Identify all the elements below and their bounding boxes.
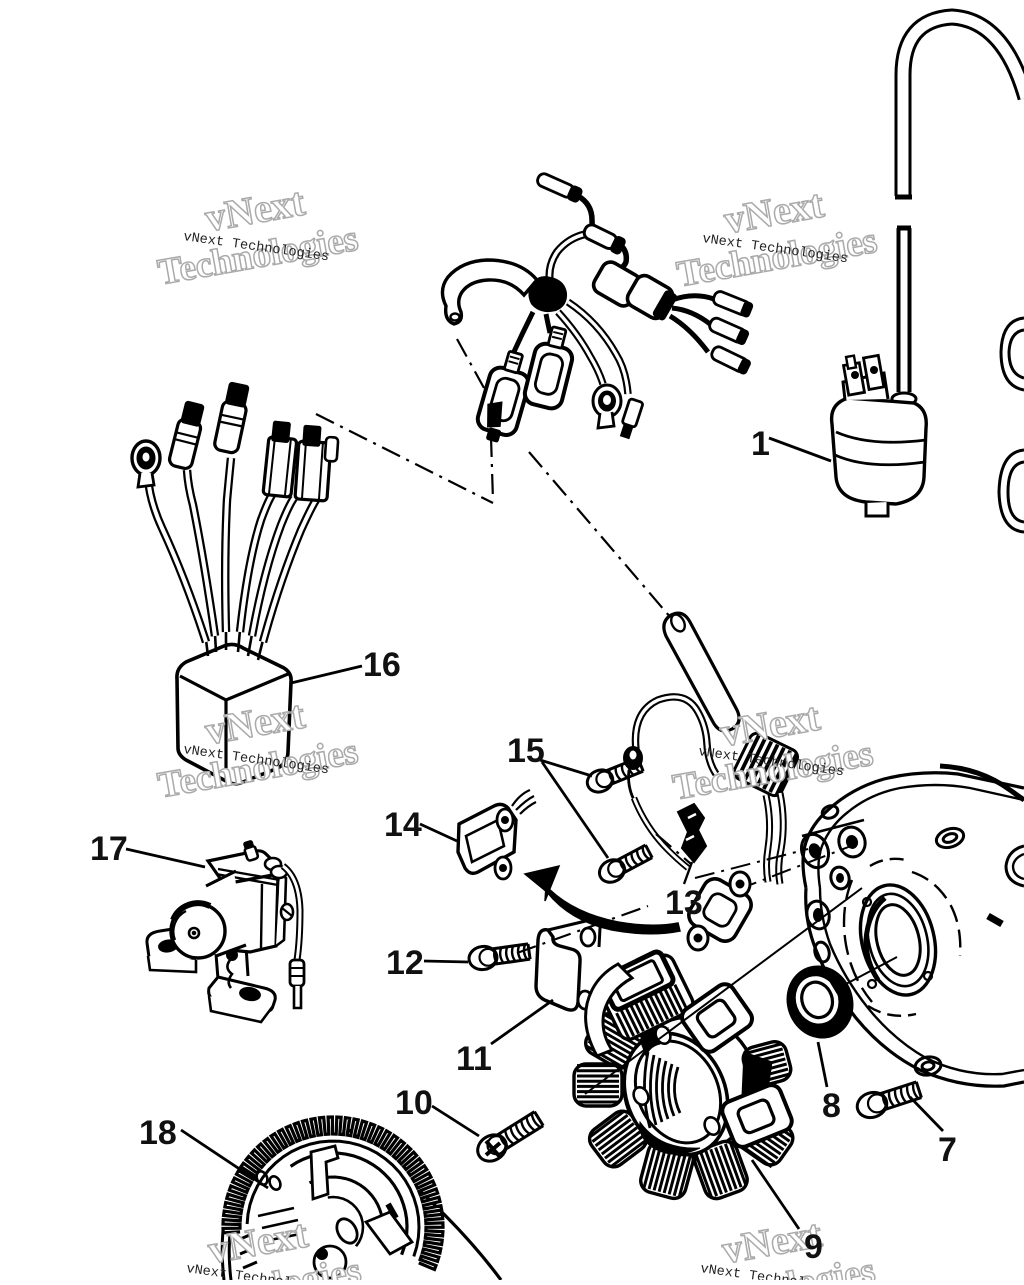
svg-text:15: 15	[507, 732, 545, 770]
svg-text:17: 17	[90, 830, 128, 868]
svg-text:12: 12	[386, 944, 424, 982]
svg-text:7: 7	[938, 1131, 957, 1169]
svg-text:1: 1	[751, 425, 770, 463]
svg-text:16: 16	[363, 646, 401, 684]
svg-text:14: 14	[384, 806, 422, 844]
svg-text:11: 11	[456, 1040, 492, 1078]
svg-text:18: 18	[139, 1114, 177, 1152]
svg-text:9: 9	[804, 1228, 823, 1266]
svg-text:13: 13	[665, 884, 703, 922]
svg-text:10: 10	[395, 1084, 433, 1122]
svg-text:8: 8	[822, 1087, 841, 1125]
